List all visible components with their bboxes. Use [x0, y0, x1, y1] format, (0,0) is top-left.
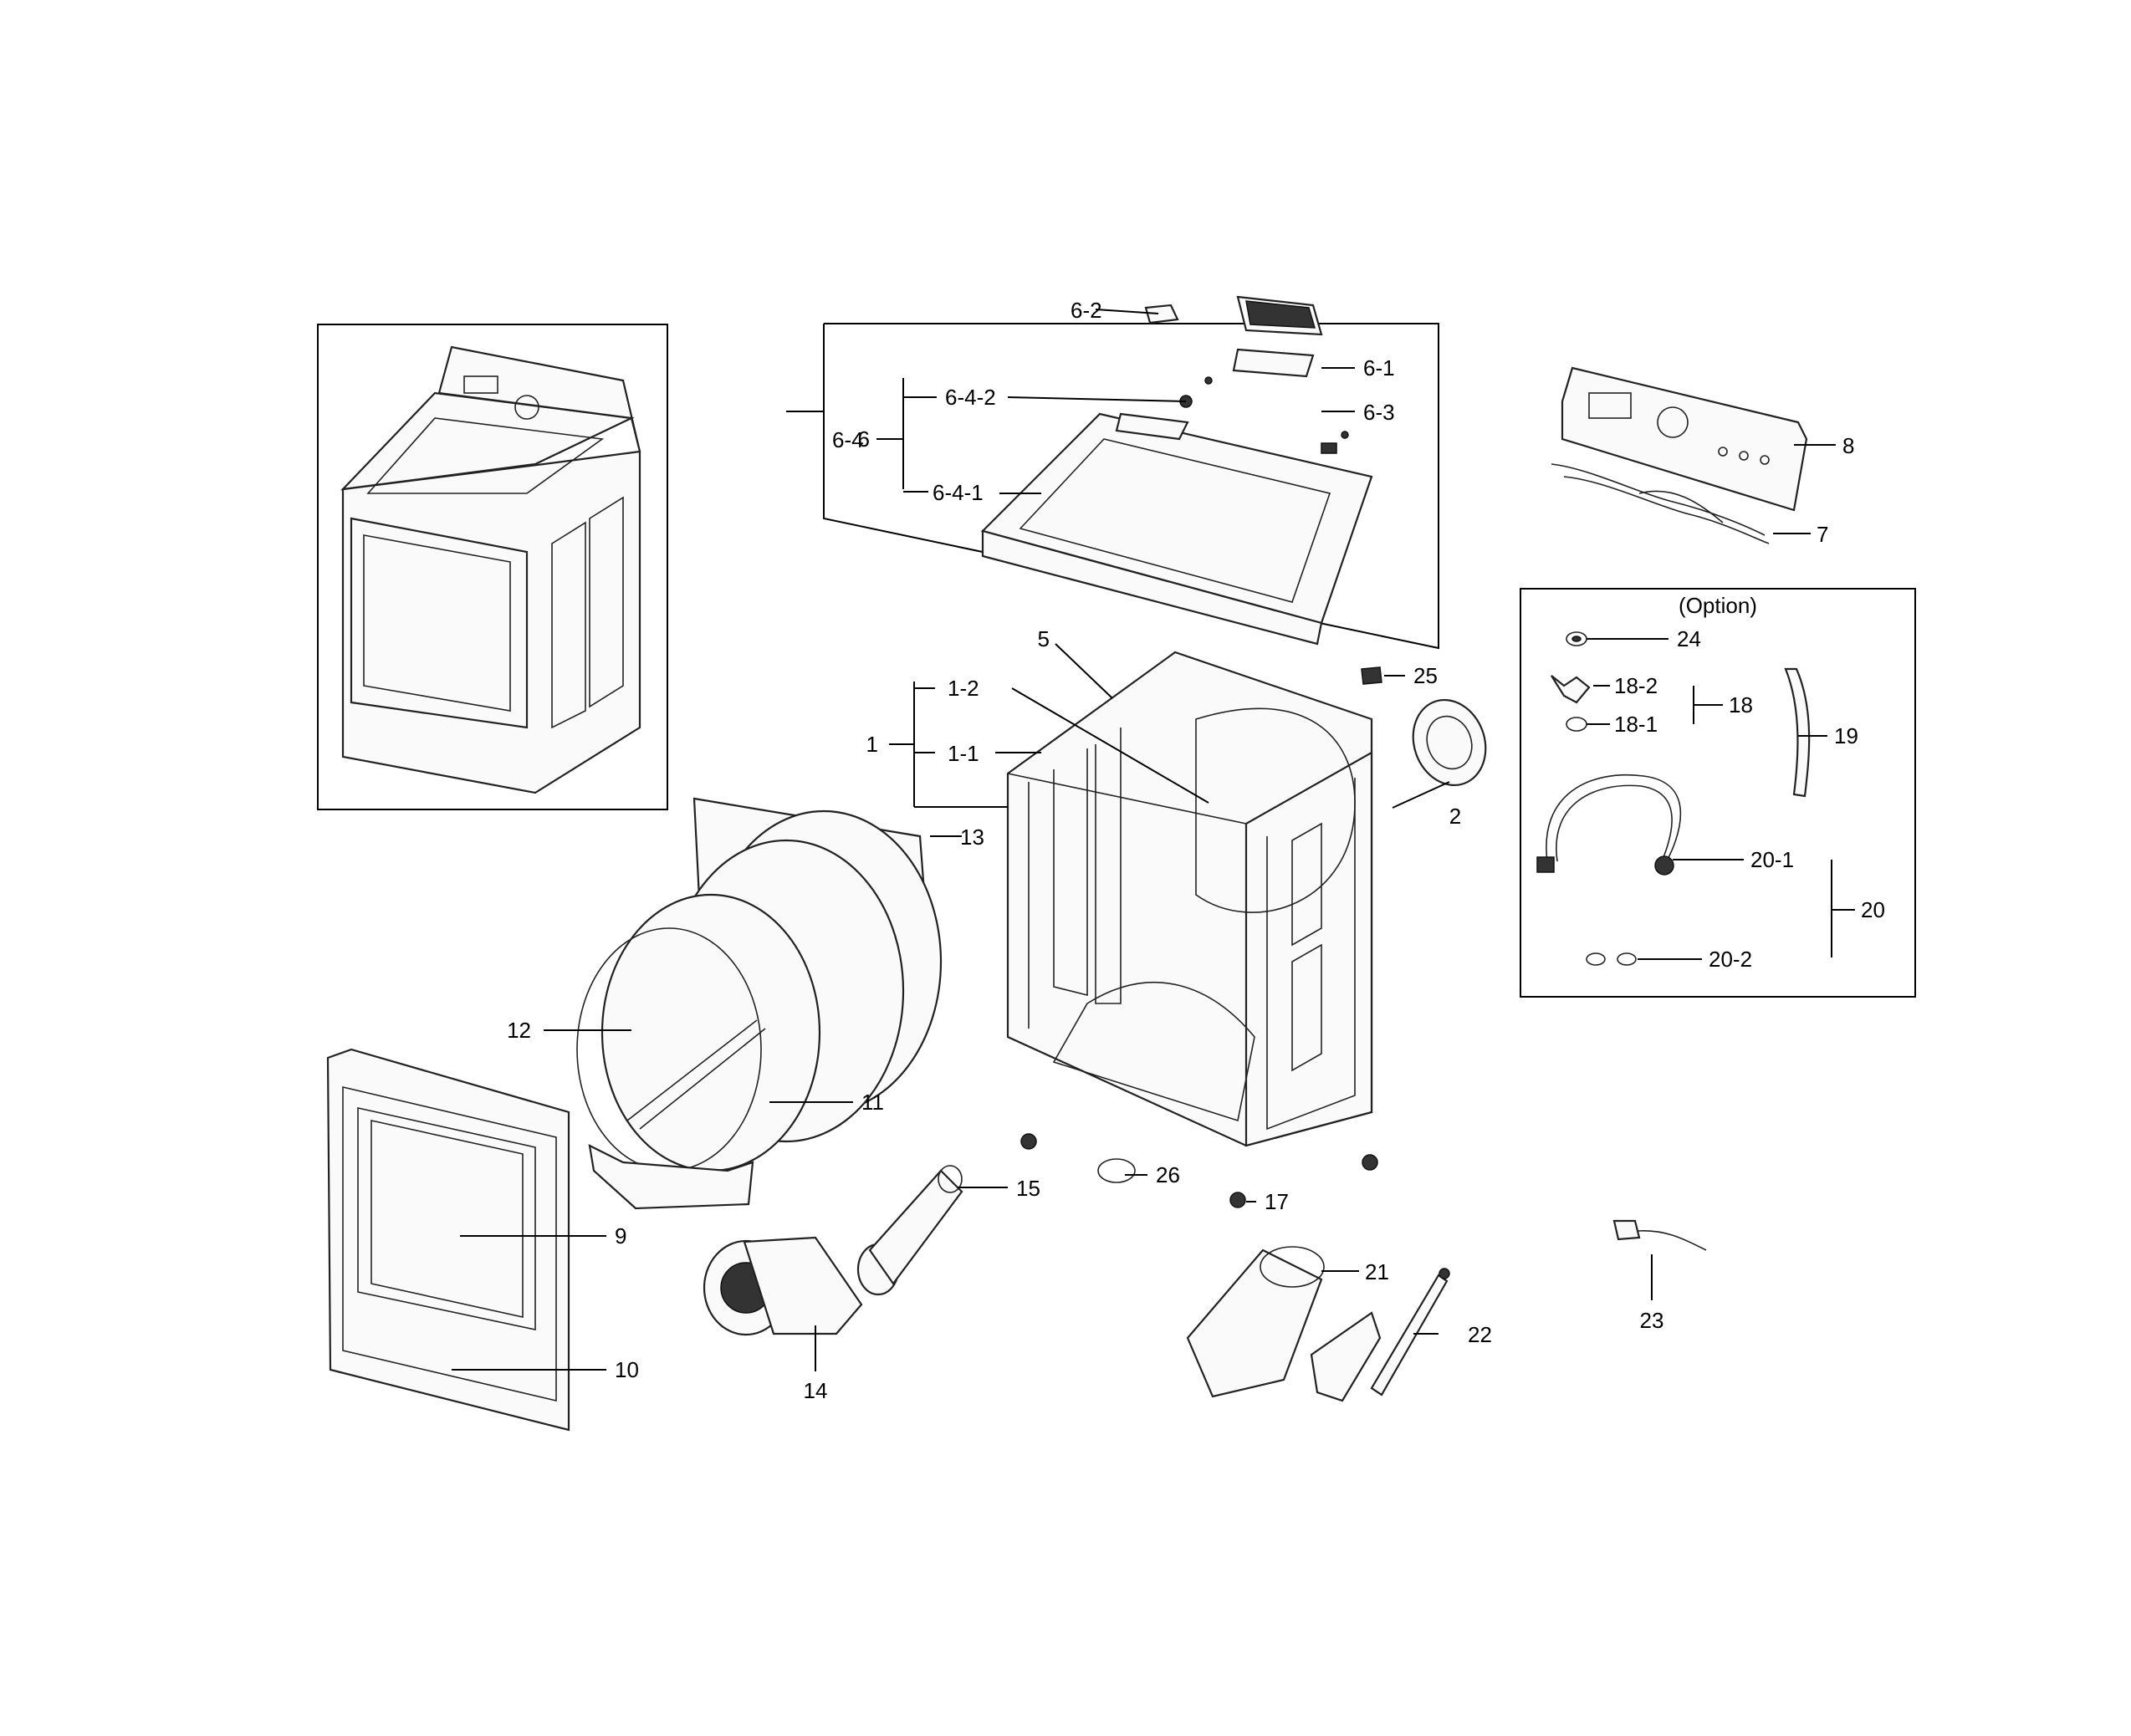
cabinet-illustration	[1006, 651, 1378, 1208]
label-17: 17	[1265, 1189, 1289, 1214]
label-5: 5	[1038, 626, 1050, 651]
label-18-1: 18-1	[1614, 712, 1658, 737]
label-15: 15	[1016, 1176, 1040, 1201]
blower-illustration	[703, 1165, 963, 1336]
label-12: 12	[507, 1018, 531, 1043]
option-parts-illustration	[1536, 631, 1811, 966]
option-box-title: (Option)	[1679, 593, 1757, 618]
assembled-dryer-illustration	[340, 345, 641, 794]
label-6-3: 6-3	[1363, 400, 1395, 425]
label-18-2: 18-2	[1614, 673, 1658, 698]
label-7: 7	[1817, 522, 1828, 547]
heater-illustration	[1186, 1246, 1450, 1402]
label-20-2: 20-2	[1709, 947, 1752, 972]
front-panel-illustration	[326, 1048, 570, 1432]
label-18: 18	[1729, 692, 1753, 717]
top-cover-group-box	[823, 323, 1439, 650]
top-cover-illustration	[980, 295, 1373, 646]
label-6-4-2: 6-4-2	[945, 385, 996, 410]
label-9: 9	[615, 1223, 626, 1248]
label-13: 13	[960, 825, 984, 850]
part-25-illustration	[1361, 666, 1382, 685]
label-25: 25	[1413, 663, 1438, 688]
label-24: 24	[1677, 626, 1701, 651]
label-6-4-1: 6-4-1	[933, 480, 984, 505]
label-6: 6	[858, 426, 870, 452]
label-14: 14	[804, 1378, 828, 1403]
label-6-2: 6-2	[1071, 298, 1102, 323]
label-1: 1	[866, 732, 878, 757]
label-1-2: 1-2	[948, 676, 979, 701]
label-22: 22	[1468, 1322, 1492, 1347]
label-26: 26	[1156, 1162, 1180, 1187]
label-6-4: 6-4	[832, 427, 864, 452]
label-20: 20	[1861, 897, 1885, 922]
label-23: 23	[1640, 1308, 1664, 1333]
label-19: 19	[1834, 723, 1858, 748]
part-labels: 6 6-4 6-4-2 6-4-1 6-2 6-1 6-3 8 7 5 1-2 …	[507, 298, 1885, 1403]
control-panel-illustration	[1551, 366, 1808, 544]
leader-lines	[452, 309, 1855, 1371]
label-1-1: 1-1	[948, 741, 979, 766]
label-20-1: 20-1	[1750, 847, 1794, 872]
label-6-1: 6-1	[1363, 355, 1395, 380]
label-2: 2	[1449, 804, 1461, 829]
label-11: 11	[861, 1090, 884, 1115]
vent-cover-illustration	[1412, 698, 1487, 787]
label-10: 10	[615, 1357, 639, 1382]
option-box	[1520, 588, 1916, 998]
label-8: 8	[1842, 433, 1854, 458]
drum-illustration	[576, 797, 943, 1210]
assembled-dryer-box	[317, 324, 668, 810]
label-21: 21	[1365, 1259, 1389, 1284]
power-cord-illustration	[1612, 1219, 1707, 1251]
